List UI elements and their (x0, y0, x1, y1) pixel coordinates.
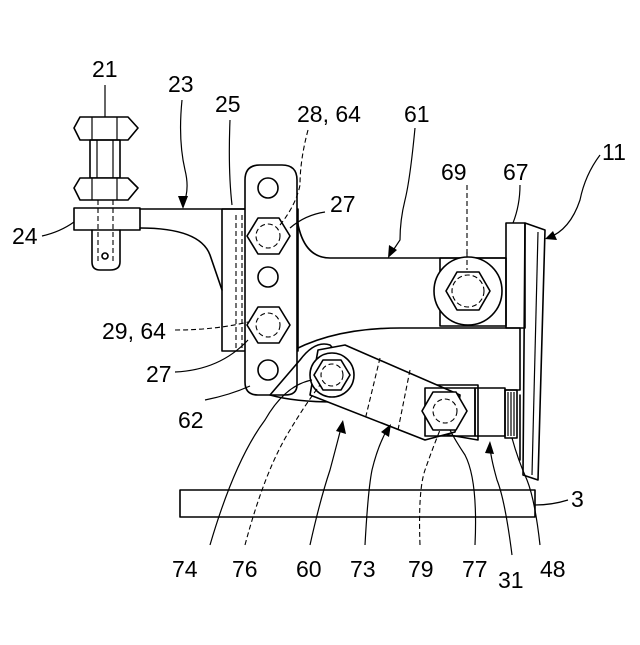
label-24: 24 (12, 223, 38, 249)
label-28-64: 28, 64 (297, 101, 361, 127)
label-77: 77 (462, 556, 488, 582)
label-23: 23 (168, 71, 194, 97)
label-62: 62 (178, 407, 204, 433)
wall-11 (523, 223, 545, 480)
label-27-lower: 27 (146, 361, 172, 387)
label-48: 48 (540, 556, 566, 582)
label-25: 25 (215, 91, 241, 117)
label-11: 11 (602, 139, 626, 165)
label-76: 76 (232, 556, 258, 582)
label-29-64: 29, 64 (102, 318, 166, 344)
spring-48 (475, 388, 520, 460)
base-plate (180, 490, 535, 517)
label-27-upper: 27 (330, 191, 356, 217)
label-61: 61 (404, 101, 430, 127)
bolt-21-assembly (74, 117, 140, 270)
label-79: 79 (408, 556, 434, 582)
label-74: 74 (172, 556, 198, 582)
label-3: 3 (571, 486, 584, 512)
plate-62 (245, 165, 297, 395)
bolt-69 (434, 252, 502, 325)
label-21: 21 (92, 56, 118, 82)
label-69: 69 (441, 159, 467, 185)
label-31: 31 (498, 567, 524, 593)
plate-67 (506, 223, 525, 328)
label-60: 60 (296, 556, 322, 582)
label-73: 73 (350, 556, 376, 582)
label-67: 67 (503, 159, 529, 185)
